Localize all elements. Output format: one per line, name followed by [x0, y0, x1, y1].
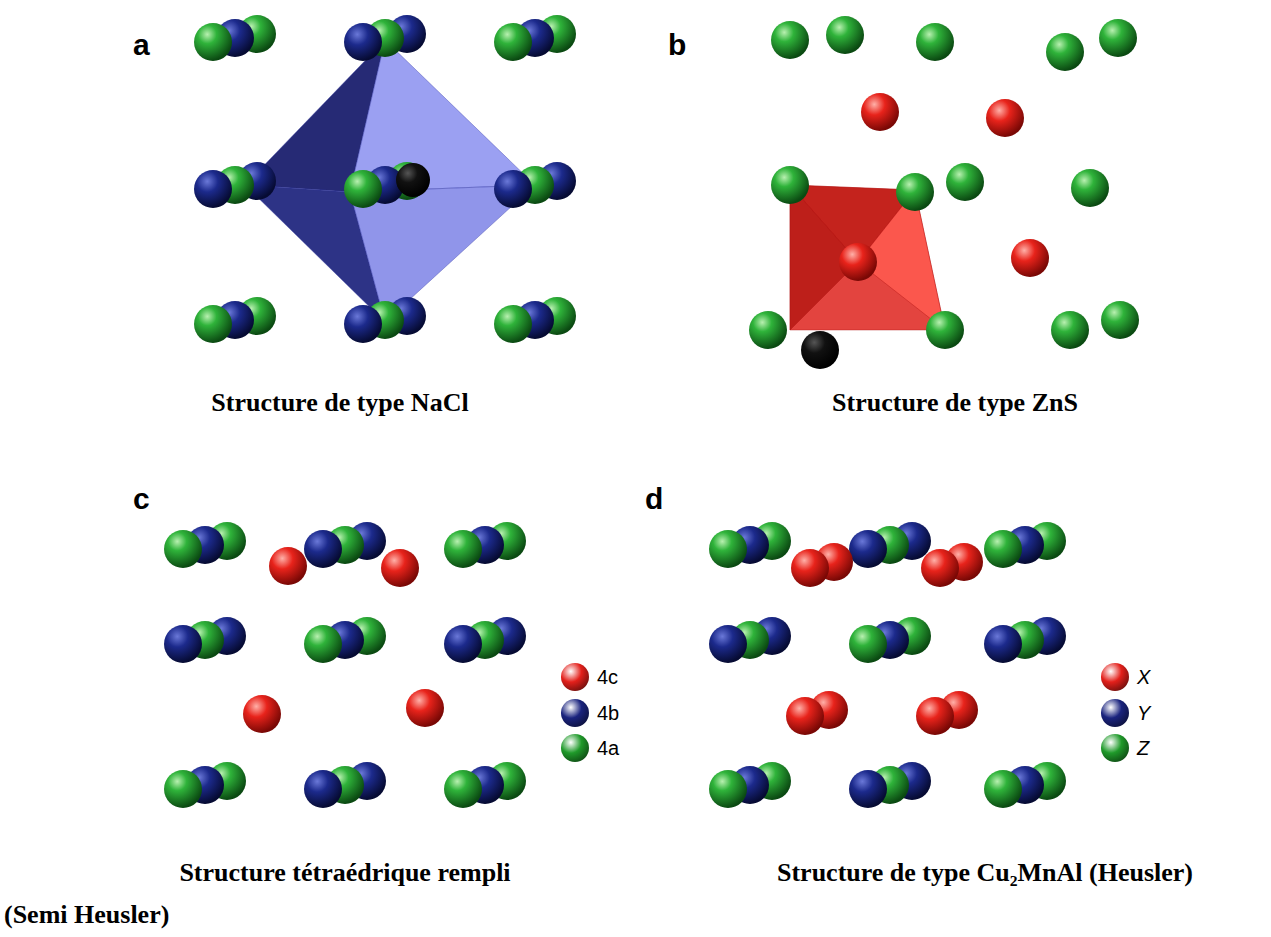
- legend-swatch: [561, 734, 589, 762]
- atom-sphere: [771, 166, 809, 204]
- atom-sphere: [1011, 239, 1049, 277]
- atom-sphere: [344, 23, 382, 61]
- atom-sphere: [896, 173, 934, 211]
- atom-sphere: [444, 625, 482, 663]
- atom-sphere: [194, 170, 232, 208]
- atom-sphere: [916, 697, 954, 735]
- legend-item: Y: [1101, 699, 1150, 727]
- legend-label: X: [1137, 666, 1150, 689]
- legend-item: 4c: [561, 663, 618, 691]
- figure-caption: Structure de type NaCl: [211, 388, 468, 418]
- atom-sphere: [381, 549, 419, 587]
- legend-swatch: [1101, 663, 1129, 691]
- figure-caption: (Semi Heusler): [4, 900, 169, 930]
- atom-sphere: [494, 170, 532, 208]
- atom-sphere: [849, 625, 887, 663]
- legend-item: 4b: [561, 699, 619, 727]
- legend-label: 4a: [597, 737, 619, 760]
- legend-item: Z: [1101, 734, 1149, 762]
- atom-sphere: [304, 770, 342, 808]
- atom-sphere: [444, 770, 482, 808]
- atom-sphere: [839, 243, 877, 281]
- atom-sphere: [709, 770, 747, 808]
- atom-sphere: [344, 305, 382, 343]
- atom-sphere: [243, 695, 281, 733]
- panel-letter: b: [668, 28, 686, 62]
- atom-sphere: [1099, 19, 1137, 57]
- atom-sphere: [494, 23, 532, 61]
- figure-caption: Structure tétraédrique rempli: [179, 858, 510, 888]
- legend-swatch: [561, 699, 589, 727]
- atom-sphere: [921, 549, 959, 587]
- atom-sphere: [344, 170, 382, 208]
- legend-label: 4b: [597, 702, 619, 725]
- atom-sphere: [786, 697, 824, 735]
- atom-sphere: [709, 625, 747, 663]
- atom-sphere: [849, 770, 887, 808]
- atom-sphere: [194, 305, 232, 343]
- legend-label: Z: [1137, 737, 1149, 760]
- atom-sphere: [1071, 169, 1109, 207]
- atom-sphere: [749, 311, 787, 349]
- atom-sphere: [791, 549, 829, 587]
- atom-sphere: [1046, 33, 1084, 71]
- legend-swatch: [1101, 734, 1129, 762]
- atom-sphere: [709, 530, 747, 568]
- atom-sphere: [444, 530, 482, 568]
- atom-sphere: [164, 530, 202, 568]
- panel-letter: a: [133, 28, 150, 62]
- atom-sphere: [849, 530, 887, 568]
- atom-sphere: [269, 547, 307, 585]
- atom-sphere: [164, 770, 202, 808]
- atom-sphere: [984, 625, 1022, 663]
- atom-sphere: [984, 770, 1022, 808]
- atom-sphere: [916, 23, 954, 61]
- atom-sphere: [984, 530, 1022, 568]
- legend-label: 4c: [597, 666, 618, 689]
- atom-sphere: [406, 689, 444, 727]
- panel-letter: c: [133, 482, 150, 516]
- atom-sphere: [946, 163, 984, 201]
- atom-sphere: [826, 16, 864, 54]
- figure-caption: Structure de type ZnS: [832, 388, 1078, 418]
- legend-swatch: [561, 663, 589, 691]
- atom-sphere: [1051, 311, 1089, 349]
- legend-item: X: [1101, 663, 1150, 691]
- atom-sphere: [164, 625, 202, 663]
- atom-sphere: [986, 99, 1024, 137]
- atom-sphere: [771, 21, 809, 59]
- legend-item: 4a: [561, 734, 619, 762]
- atom-sphere: [926, 311, 964, 349]
- atom-sphere: [396, 163, 430, 197]
- atom-sphere: [194, 23, 232, 61]
- atom-sphere: [304, 625, 342, 663]
- atom-sphere: [1101, 301, 1139, 339]
- figure-caption: Structure de type Cu₂MnAl (Heusler): [777, 858, 1193, 888]
- atom-sphere: [304, 530, 342, 568]
- atom-sphere: [861, 93, 899, 131]
- atom-sphere: [801, 331, 839, 369]
- legend-swatch: [1101, 699, 1129, 727]
- atom-sphere: [494, 305, 532, 343]
- legend-label: Y: [1137, 702, 1150, 725]
- panel-letter: d: [645, 482, 663, 516]
